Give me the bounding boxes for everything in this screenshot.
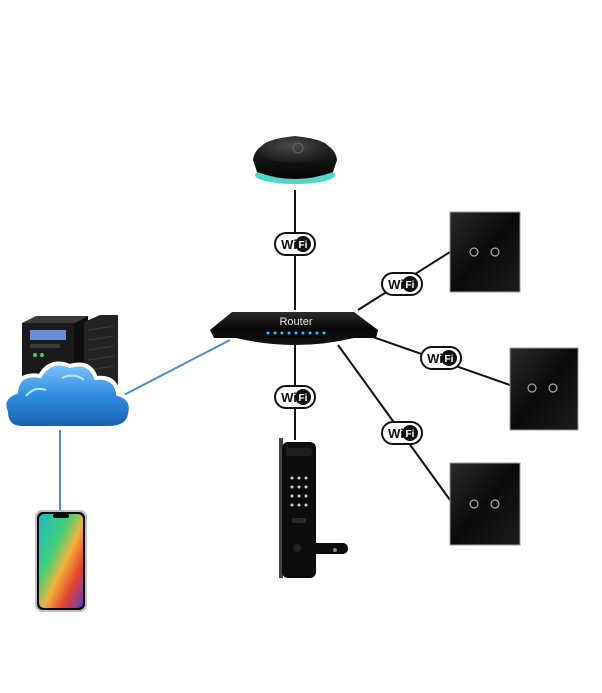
- touch-switch-icon: [449, 462, 521, 546]
- router-icon: Router: [210, 312, 378, 345]
- wifi-badge-icon: Wi Fi: [381, 272, 423, 296]
- touch-switch-icon: [449, 211, 521, 293]
- wifi-badge-right-text: Fi: [445, 354, 454, 365]
- touch-switch-top: [449, 211, 521, 293]
- wifi-badge-left-text: Wi: [281, 237, 297, 252]
- link-router-cloud: [117, 339, 231, 399]
- touch-switch-bottom: [449, 462, 521, 546]
- wifi-badge-left-text: Wi: [281, 390, 297, 405]
- touch-switch-middle: [509, 347, 579, 431]
- touch-switch-icon: [509, 347, 579, 431]
- smartphone-icon: [35, 510, 87, 612]
- wifi-badge-right-text: Fi: [299, 240, 308, 251]
- wifi-badge-icon: Wi Fi: [274, 385, 316, 409]
- wifi-badge-left-text: Wi: [427, 351, 443, 366]
- smart-lock-icon: [279, 438, 348, 578]
- wifi-badge-icon: Wi Fi: [274, 232, 316, 256]
- hub-icon: [253, 136, 337, 184]
- wifi-badge-left-text: Wi: [388, 426, 404, 441]
- router-status-lights: [266, 331, 326, 335]
- router-label: Router: [279, 316, 312, 328]
- wifi-badge-right-text: Fi: [406, 280, 415, 291]
- lock-keypad: [290, 476, 308, 507]
- wifi-badge-left-text: Wi: [388, 277, 404, 292]
- wifi-badge-right-text: Fi: [299, 393, 308, 404]
- cloud-icon: [2, 361, 133, 430]
- wifi-badge-right-text: Fi: [406, 429, 415, 440]
- wifi-badge-icon: Wi Fi: [381, 421, 423, 445]
- wifi-badge-icon: Wi Fi: [420, 346, 462, 370]
